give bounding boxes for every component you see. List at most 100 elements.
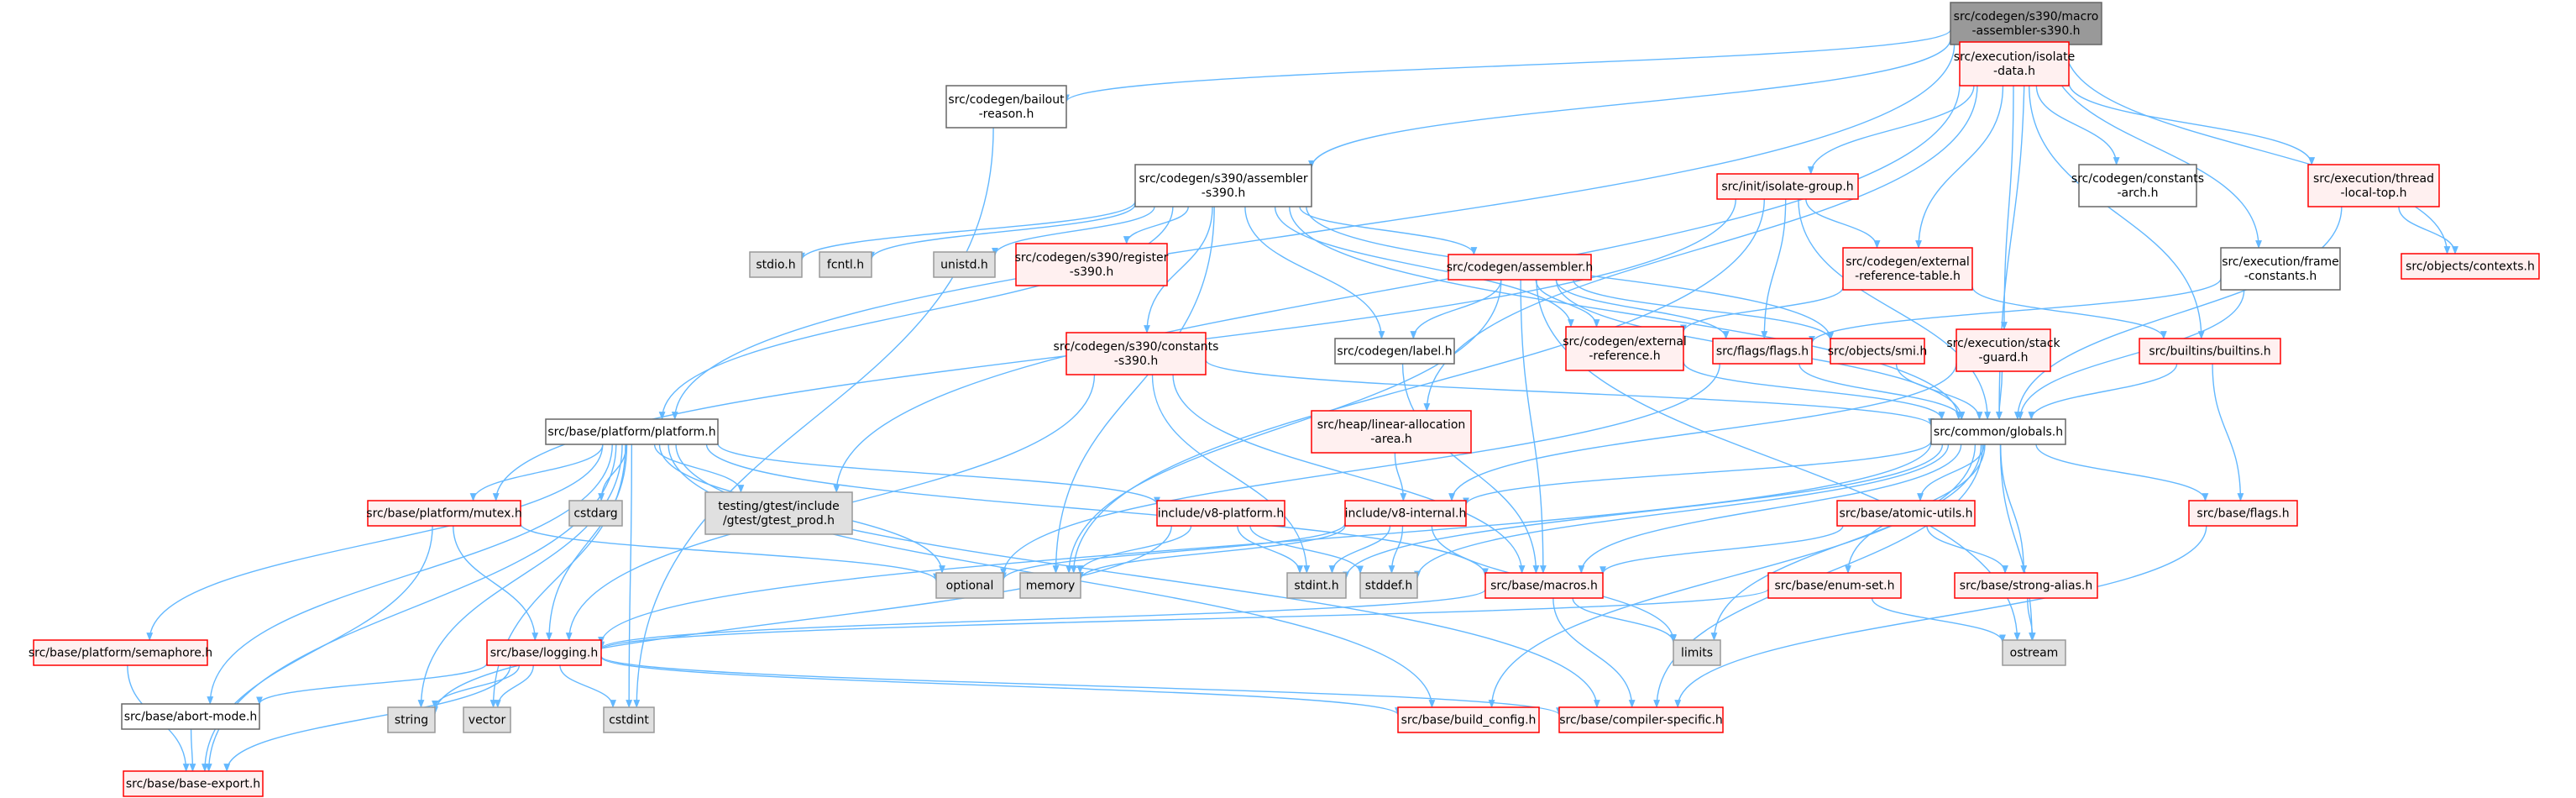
node-base-export[interactable]: src/base/base-export.h — [123, 770, 264, 797]
node-box — [33, 639, 208, 666]
node-contexts[interactable]: src/objects/contexts.h — [2401, 253, 2540, 280]
node-v8-platform[interactable]: include/v8-platform.h — [1156, 500, 1285, 527]
node-abort-mode[interactable]: src/base/abort-mode.h — [121, 703, 260, 730]
edge-ext_ref_table-to-builtins — [1971, 286, 2167, 339]
node-isolate-group[interactable]: src/init/isolate-group.h — [1716, 173, 1859, 200]
node-thread-local[interactable]: src/execution/thread-local-top.h — [2307, 164, 2440, 207]
edge-mutex-to-base_export — [202, 525, 433, 772]
node-box — [933, 251, 996, 278]
node-box — [463, 706, 511, 733]
node-label: -s390.h — [1202, 186, 1245, 200]
node-globals[interactable]: src/common/globals.h — [1930, 418, 2066, 445]
node-flags[interactable]: src/flags/flags.h — [1712, 338, 1813, 365]
edge-const_s390-to-macros — [1172, 374, 1526, 574]
node-label: src/base/abort-mode.h — [124, 711, 258, 724]
edge-platform-to-macros — [705, 444, 1489, 577]
node-v8-internal[interactable]: include/v8-internal.h — [1344, 500, 1467, 527]
node-box — [1065, 332, 1207, 375]
node-label: src/flags/flags.h — [1716, 345, 1809, 359]
node-macros[interactable]: src/base/macros.h — [1484, 572, 1604, 599]
node-box — [2401, 253, 2540, 280]
node-builtins[interactable]: src/builtins/builtins.h — [2139, 338, 2281, 365]
edge-isolate_data-to-thread_local — [2068, 81, 2316, 165]
edge-builtins-to-base_flags — [2212, 363, 2244, 501]
node-label: src/codegen/s390/constants — [1054, 340, 1219, 354]
edge-const_s390-to-globals — [1205, 360, 1935, 427]
node-box — [1673, 639, 1721, 666]
edge-platform-to-compiler_specific — [675, 444, 1600, 708]
edge-v8_platform-to-stdint — [1237, 525, 1304, 574]
node-enum-set[interactable]: src/base/enum-set.h — [1767, 572, 1902, 599]
edge-bailout-to-cstdint — [633, 127, 994, 708]
node-box — [1830, 338, 1925, 365]
edge-stack_guard-to-globals — [1996, 370, 2003, 420]
node-box — [2307, 164, 2440, 207]
edge-isolate_data-to-builtins — [2029, 85, 2205, 339]
node-mutex[interactable]: src/base/platform/mutex.h — [366, 500, 522, 527]
node-asm-s390[interactable]: src/codegen/s390/assembler-s390.h — [1134, 164, 1312, 207]
edge-isolate_data-to-isolate_group — [1807, 85, 1975, 175]
edge-v8_internal-to-stddef — [1388, 525, 1404, 574]
node-isolate-data[interactable]: src/execution/isolate-data.h — [1954, 41, 2075, 87]
node-label: src/execution/stack — [1946, 337, 2060, 350]
node-ostream: ostream — [2002, 639, 2066, 666]
edge-logging-to-base_export — [223, 664, 511, 772]
node-box — [2002, 639, 2066, 666]
node-label: /gtest/gtest_prod.h — [723, 514, 835, 528]
node-label: -assembler-s390.h — [1971, 24, 2080, 38]
edge-asm_s390-to-const_s390 — [1144, 206, 1213, 333]
node-const-s390[interactable]: src/codegen/s390/constants-s390.h — [1054, 332, 1219, 375]
node-box — [387, 706, 436, 733]
edge-logging-to-string — [432, 664, 521, 709]
node-memory: memory — [1019, 572, 1081, 599]
edge-atomic_utils-to-macros — [1600, 525, 1844, 575]
edge-isolate_data-to-ext_ref_table — [1915, 85, 2004, 249]
edge-globals-to-stddef — [1414, 444, 1950, 580]
node-label: -s390.h — [1070, 265, 1113, 279]
edge-asm_s390-to-unistd — [992, 206, 1155, 256]
node-box — [1311, 410, 1472, 454]
node-stack-guard[interactable]: src/execution/stack-guard.h — [1946, 328, 2061, 372]
node-const-arch[interactable]: src/codegen/constants-arch.h — [2071, 164, 2204, 207]
node-box — [1565, 326, 1684, 371]
node-platform[interactable]: src/base/platform/platform.h — [545, 418, 719, 445]
node-label: src/base/base-export.h — [126, 778, 260, 791]
edge-asm_s390-to-ext_ref — [1274, 206, 1574, 328]
edge-globals-to-stdint — [1343, 444, 1944, 580]
node-label: src/base/enum-set.h — [1774, 580, 1894, 593]
node-atomic-utils[interactable]: src/base/atomic-utils.h — [1836, 500, 1976, 527]
node-frame-const[interactable]: src/execution/frame-constants.h — [2220, 247, 2341, 291]
node-semaphore[interactable]: src/base/platform/semaphore.h — [29, 639, 212, 666]
node-base-flags[interactable]: src/base/flags.h — [2188, 500, 2298, 527]
node-ext-ref-table[interactable]: src/codegen/external-reference-table.h — [1842, 247, 1973, 291]
node-box — [1448, 254, 1592, 281]
edge-v8_platform-to-memory — [1076, 525, 1192, 574]
node-compiler-specific[interactable]: src/base/compiler-specific.h — [1558, 706, 1724, 733]
node-label: src/base/flags.h — [2196, 507, 2289, 521]
edge-root-to-platform — [671, 44, 1956, 420]
node-label[interactable]: src/codegen/label.h — [1334, 338, 1455, 365]
node-assembler[interactable]: src/codegen/assembler.h — [1447, 254, 1594, 281]
edge-isolate_data-to-stack_guard — [2001, 85, 2014, 330]
node-vector: vector — [463, 706, 511, 733]
node-label: vector — [469, 714, 506, 727]
node-logging[interactable]: src/base/logging.h — [486, 639, 602, 666]
node-strong-alias[interactable]: src/base/strong-alias.h — [1954, 572, 2098, 599]
node-box — [2139, 338, 2281, 365]
node-box — [749, 251, 803, 278]
node-build-config[interactable]: src/base/build_config.h — [1397, 706, 1540, 733]
node-ext-ref[interactable]: src/codegen/external-reference.h — [1563, 326, 1687, 371]
node-bailout[interactable]: src/codegen/bailout-reason.h — [945, 85, 1067, 129]
node-reg-s390[interactable]: src/codegen/s390/register-s390.h — [1015, 243, 1169, 286]
node-label: ostream — [2010, 647, 2059, 660]
node-linear-alloc[interactable]: src/heap/linear-allocation-area.h — [1311, 410, 1472, 454]
edge-platform-to-logging — [546, 444, 628, 641]
edge-asm_s390-to-stdio — [798, 201, 1136, 261]
node-root[interactable]: src/codegen/s390/macro-assembler-s390.h — [1950, 2, 2102, 45]
edge-platform-to-abort_mode — [207, 444, 613, 705]
node-box — [1950, 2, 2102, 45]
node-smi[interactable]: src/objects/smi.h — [1828, 338, 1927, 365]
edge-const_s390-to-stdint — [1151, 374, 1311, 574]
node-label: -reference.h — [1589, 349, 1660, 363]
edge-isolate_group-to-ext_ref_table — [1805, 198, 1881, 249]
